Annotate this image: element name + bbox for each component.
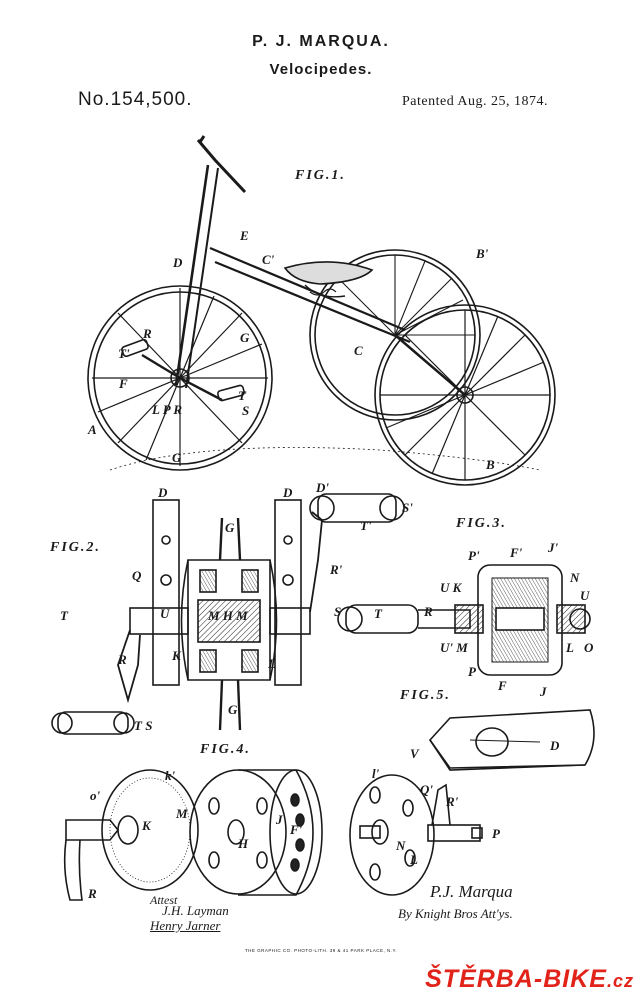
signature-witness-2: Henry Jarner (150, 918, 221, 933)
label-MHM: M H M (208, 608, 248, 623)
label-fig4-R-prime: R' (446, 794, 459, 809)
label-fig3-P: P (468, 664, 476, 679)
label-D: D (173, 255, 183, 270)
label-A: A (88, 422, 97, 437)
patent-title: Velocipedes. (269, 61, 373, 78)
label-T: T (238, 388, 246, 403)
label-fig4-l-prime: l' (372, 766, 380, 781)
label-fig2-R: R (118, 652, 127, 667)
label-fig4-F-prime: F' (290, 822, 303, 837)
label-fig3-F: F (498, 678, 507, 693)
label-fig3-S: S (334, 604, 342, 619)
label-fig4-M: M (176, 806, 188, 821)
label-E: E (240, 228, 249, 243)
fig3-hub-section (337, 564, 591, 676)
label-fig3-P-prime: P' (468, 548, 480, 563)
label-fig2-T-prime: D' (316, 480, 329, 495)
fig4-caption: FIG.4. (200, 742, 251, 757)
patent-number: No.154,500. (78, 89, 193, 110)
label-fig4-H: H (238, 836, 249, 851)
fig5-caption: FIG.5. (400, 688, 451, 703)
label-B-prime: B' (476, 246, 489, 261)
label-S: S (242, 403, 250, 418)
signature-attorneys: By Knight Bros Att'ys. (398, 906, 513, 921)
label-fig4-N: N (396, 838, 406, 853)
label-G2: G (172, 450, 182, 465)
watermark-brand: ŠTĚRBA (425, 965, 534, 993)
label-B: B (486, 457, 495, 472)
fig4-exploded-parts (63, 769, 483, 901)
label-fig4-R: R (88, 886, 97, 901)
label-fig2-G: G (225, 520, 235, 535)
label-C: C (354, 343, 363, 358)
fig1-caption: FIG.1. (295, 168, 346, 183)
label-C-prime: C' (262, 252, 275, 267)
label-fig4-Q-prime: Q' (420, 782, 433, 797)
label-fig2-TS: T S (134, 718, 153, 733)
label-fig4-P: P (492, 826, 500, 841)
label-G: G (240, 330, 250, 345)
fig1-tricycle (87, 135, 556, 486)
label-fig3-U: U (580, 588, 590, 603)
label-fig3-O: O (584, 640, 594, 655)
label-fig3-F-prime: F' (510, 545, 523, 560)
fig2-caption: FIG.2. (50, 540, 101, 555)
label-fig4-J: J (276, 812, 283, 827)
label-fig4-K: K (142, 818, 151, 833)
label-fig4-o-prime: o' (90, 788, 101, 803)
label-fig3-M: U' M (440, 640, 468, 655)
label-R: R (143, 326, 152, 341)
label-fig3-R: R (424, 604, 433, 619)
label-fig5-D: D (550, 738, 560, 753)
signature-attest: Attest (150, 893, 178, 907)
fig3-caption: FIG.3. (456, 516, 507, 531)
label-R-prime: R' (330, 562, 343, 577)
fig2-crank-assembly (51, 493, 405, 735)
label-fig4-k-prime: k' (165, 768, 176, 783)
label-fig2-D2: D (283, 485, 293, 500)
fig5-pedal-part (428, 709, 595, 771)
label-L: L (268, 656, 276, 671)
label-fig3-N: N (570, 570, 580, 585)
site-watermark[interactable]: ŠTĚRBA-BIKE.cz (425, 965, 634, 994)
label-fig2-T: T (60, 608, 68, 623)
watermark-suffix: -BIKE (533, 965, 607, 993)
patent-date: Patented Aug. 25, 1874. (402, 94, 549, 109)
signature-witness-1: J.H. Layman (162, 903, 229, 918)
signature-inventor: P.J. Marqua (430, 882, 513, 901)
label-LPR: L P R (152, 402, 183, 417)
label-F: F (119, 376, 128, 391)
label-U: U (160, 606, 170, 621)
label-fig3-J-prime: J' (548, 540, 559, 555)
label-fig4-L: L (410, 852, 418, 867)
label-S-prime: S' (402, 500, 413, 515)
label-Q: Q (132, 568, 142, 583)
label-fig2-D: D (158, 485, 168, 500)
printer-credit: THE GRAPHIC CO. PHOTO-LITH. 39 & 41 PARK… (244, 948, 398, 953)
label-fig3-UK: U K (440, 580, 462, 595)
watermark-tld: .cz (606, 971, 634, 991)
label-fig2-G2: G (228, 702, 238, 717)
label-fig5-V: V (410, 746, 419, 761)
label-fig3-J: J (540, 684, 547, 699)
label-K: K (172, 648, 181, 663)
label-fig3-L: L (566, 640, 574, 655)
label-T-prime: T' (118, 346, 130, 361)
label-T-prime2: T' (360, 518, 372, 533)
inventor-name: P. J. MARQUA. (252, 33, 390, 50)
label-fig3-T: T (374, 606, 382, 621)
